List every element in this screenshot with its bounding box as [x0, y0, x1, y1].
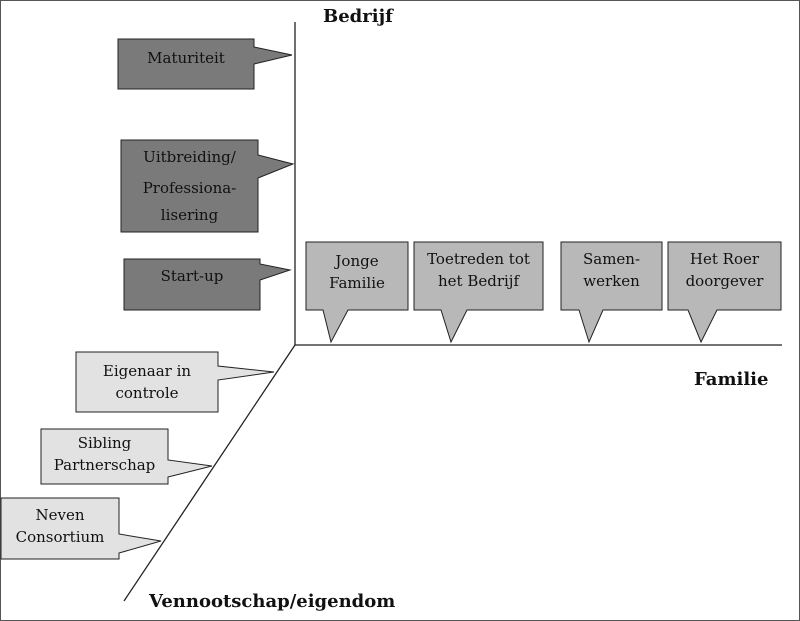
- label-sibling: Sibling Partnerschap: [53, 434, 156, 474]
- label-neven: Neven Consortium: [15, 506, 105, 546]
- callout-het-roer: [667, 241, 782, 344]
- label-eigenaar: Eigenaar in controle: [102, 362, 192, 402]
- callout-eigenaar: [75, 351, 275, 413]
- vennootschap-axis-line: [123, 344, 296, 602]
- callout-sibling: [40, 428, 213, 485]
- label-uitbreiding: Uitbreiding/ Professiona- lisering: [142, 148, 237, 224]
- callout-uitbreiding: [120, 139, 295, 233]
- label-toetreden: Toetreden tot het Bedrijf: [427, 250, 530, 290]
- callout-samenwerken: [560, 241, 663, 344]
- label-jonge-familie: Jonge Familie: [329, 252, 385, 292]
- label-samenwerken: Samen- werken: [582, 250, 641, 290]
- label-het-roer: Het Roer doorgever: [685, 250, 764, 290]
- label-maturiteit: Maturiteit: [147, 49, 225, 67]
- callout-neven: [0, 497, 162, 560]
- familie-axis-title: Familie: [694, 369, 769, 390]
- callout-maturiteit: [117, 38, 293, 90]
- callout-start-up: [123, 258, 292, 311]
- callout-jonge-familie: [305, 241, 409, 344]
- bedrijf-axis-title: Bedrijf: [323, 6, 393, 27]
- vennootschap-axis-title: Vennootschap/eigendom: [149, 591, 396, 612]
- callout-toetreden: [413, 241, 544, 344]
- label-start-up: Start-up: [160, 267, 224, 285]
